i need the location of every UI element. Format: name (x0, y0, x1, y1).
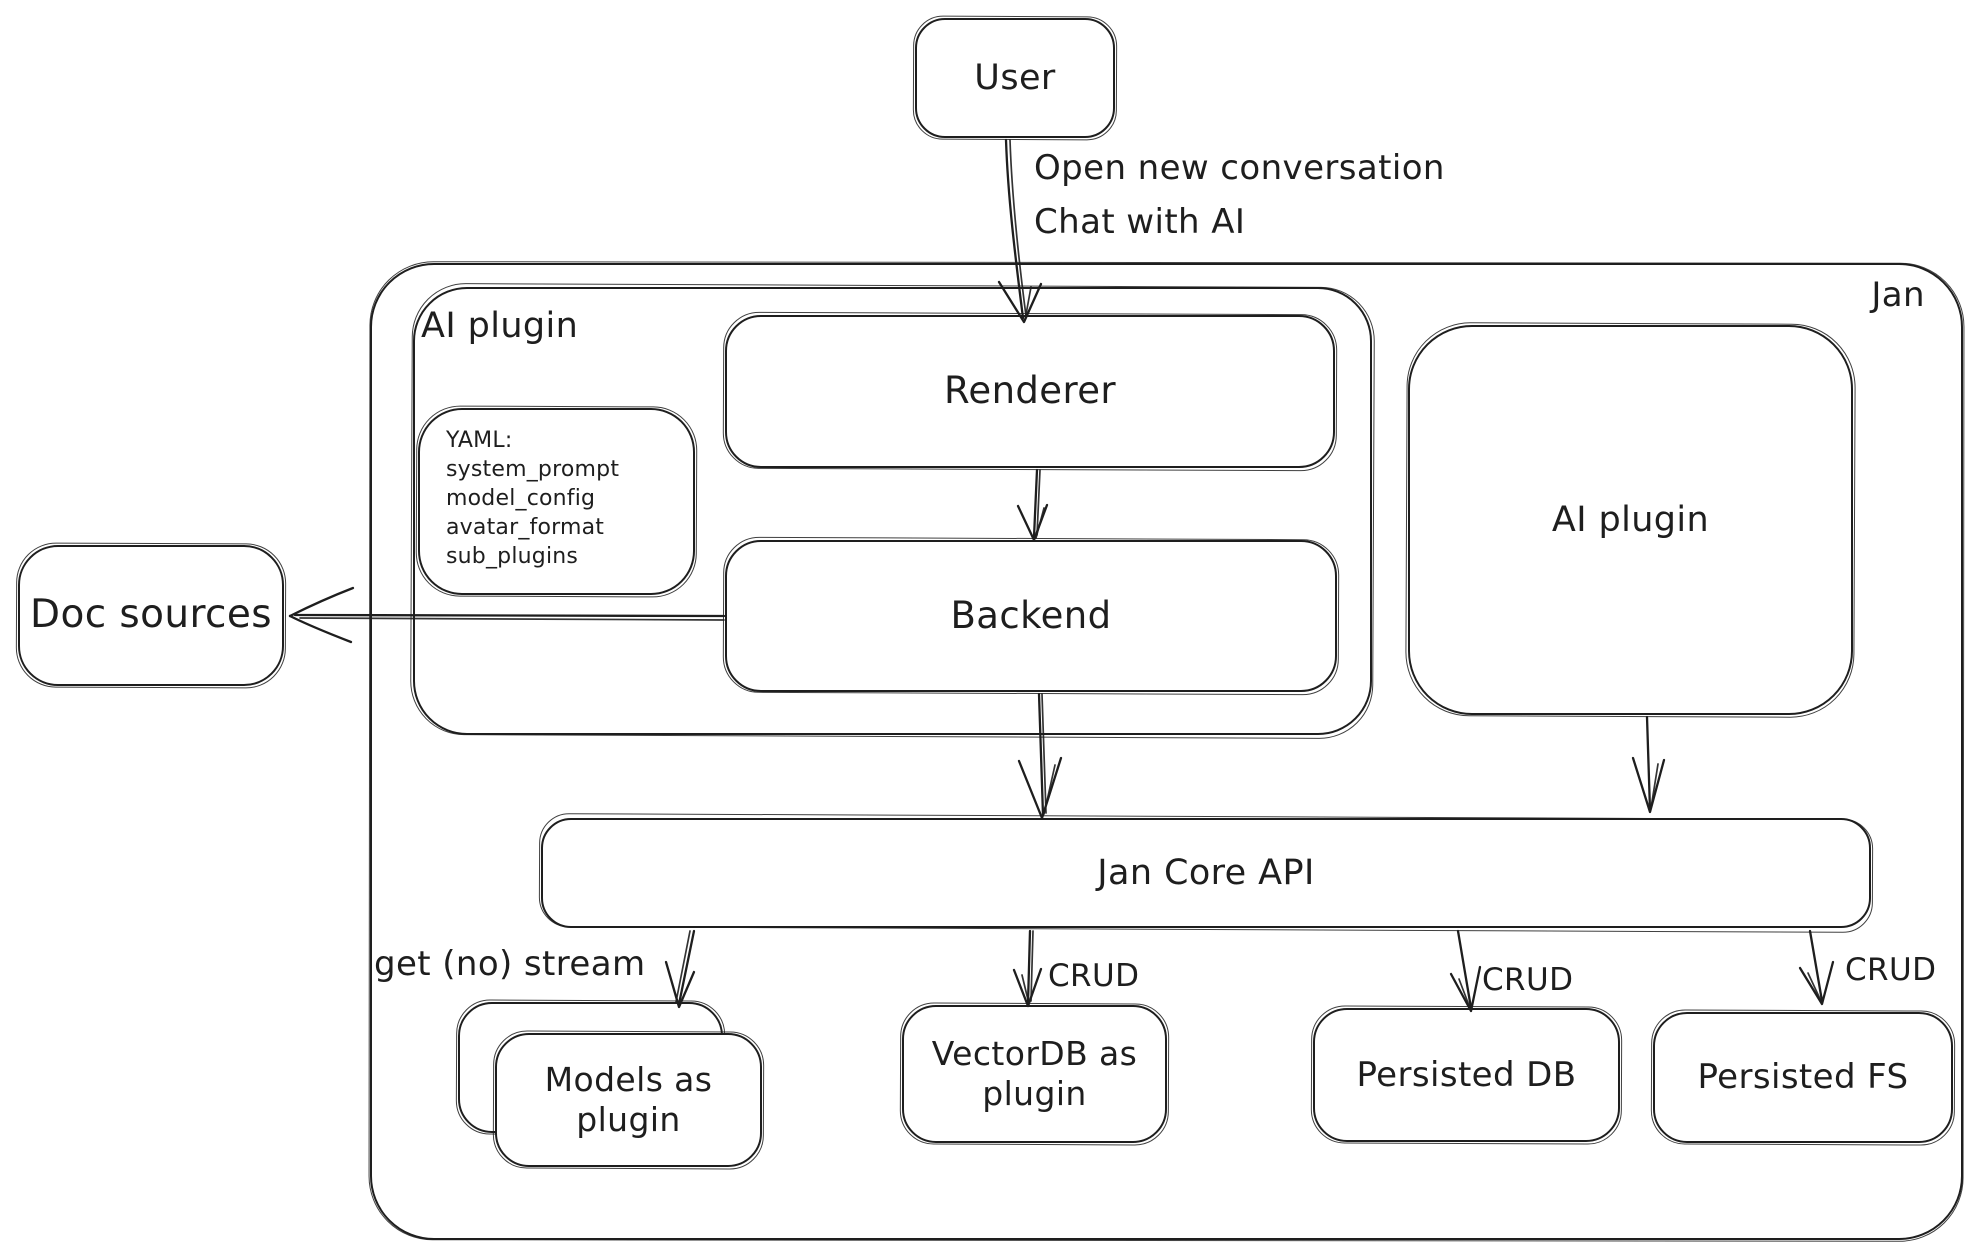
backend-label: Backend (950, 593, 1112, 637)
user-label: User (974, 58, 1056, 98)
edge-label-crud-persisted-db: CRUD (1482, 962, 1574, 998)
ai-plugin-label: AI plugin (1551, 500, 1710, 540)
node-jan-core-api: Jan Core API (541, 818, 1871, 928)
yaml-note-text: YAML: system_prompt model_config avatar_… (446, 426, 619, 571)
persisted-fs-label: Persisted FS (1697, 1057, 1909, 1098)
node-persisted-fs: Persisted FS (1653, 1012, 1953, 1143)
edge-label-open-conversation: Open new conversation (1034, 148, 1445, 188)
jan-core-api-label: Jan Core API (1097, 853, 1315, 893)
node-backend: Backend (725, 540, 1337, 692)
models-plugin-label-line2: plugin (576, 1100, 681, 1139)
doc-sources-label: Doc sources (30, 592, 272, 638)
yaml-note-line: system_prompt (446, 457, 620, 482)
ai-plugin-container-label: AI plugin (421, 306, 579, 346)
node-ai-plugin: AI plugin (1408, 325, 1853, 715)
node-models-plugin: Models as plugin (495, 1033, 762, 1167)
jan-container-label: Jan (1871, 275, 1925, 315)
node-vectordb-plugin: VectorDB as plugin (902, 1005, 1167, 1143)
yaml-note-line: YAML: (446, 428, 513, 453)
node-user: User (915, 18, 1115, 138)
vectordb-plugin-label-line1: VectorDB as (931, 1034, 1138, 1074)
models-plugin-label-line1: Models as (544, 1060, 713, 1100)
yaml-note-line: sub_plugins (446, 544, 579, 569)
persisted-db-label: Persisted DB (1356, 1054, 1577, 1095)
yaml-note-line: avatar_format (446, 515, 605, 540)
edge-label-chat-with-ai: Chat with AI (1034, 202, 1246, 242)
edge-label-get-no-stream: get (no) stream (374, 944, 646, 984)
edge-label-crud-vectordb: CRUD (1048, 958, 1140, 994)
yaml-note: YAML: system_prompt model_config avatar_… (418, 408, 695, 595)
yaml-note-line: model_config (446, 486, 596, 511)
vectordb-plugin-label-line2: plugin (982, 1074, 1087, 1113)
node-persisted-db: Persisted DB (1313, 1008, 1620, 1142)
node-renderer: Renderer (725, 315, 1335, 468)
edge-label-crud-persisted-fs: CRUD (1845, 952, 1937, 988)
renderer-label: Renderer (943, 369, 1117, 413)
node-doc-sources: Doc sources (18, 545, 284, 686)
